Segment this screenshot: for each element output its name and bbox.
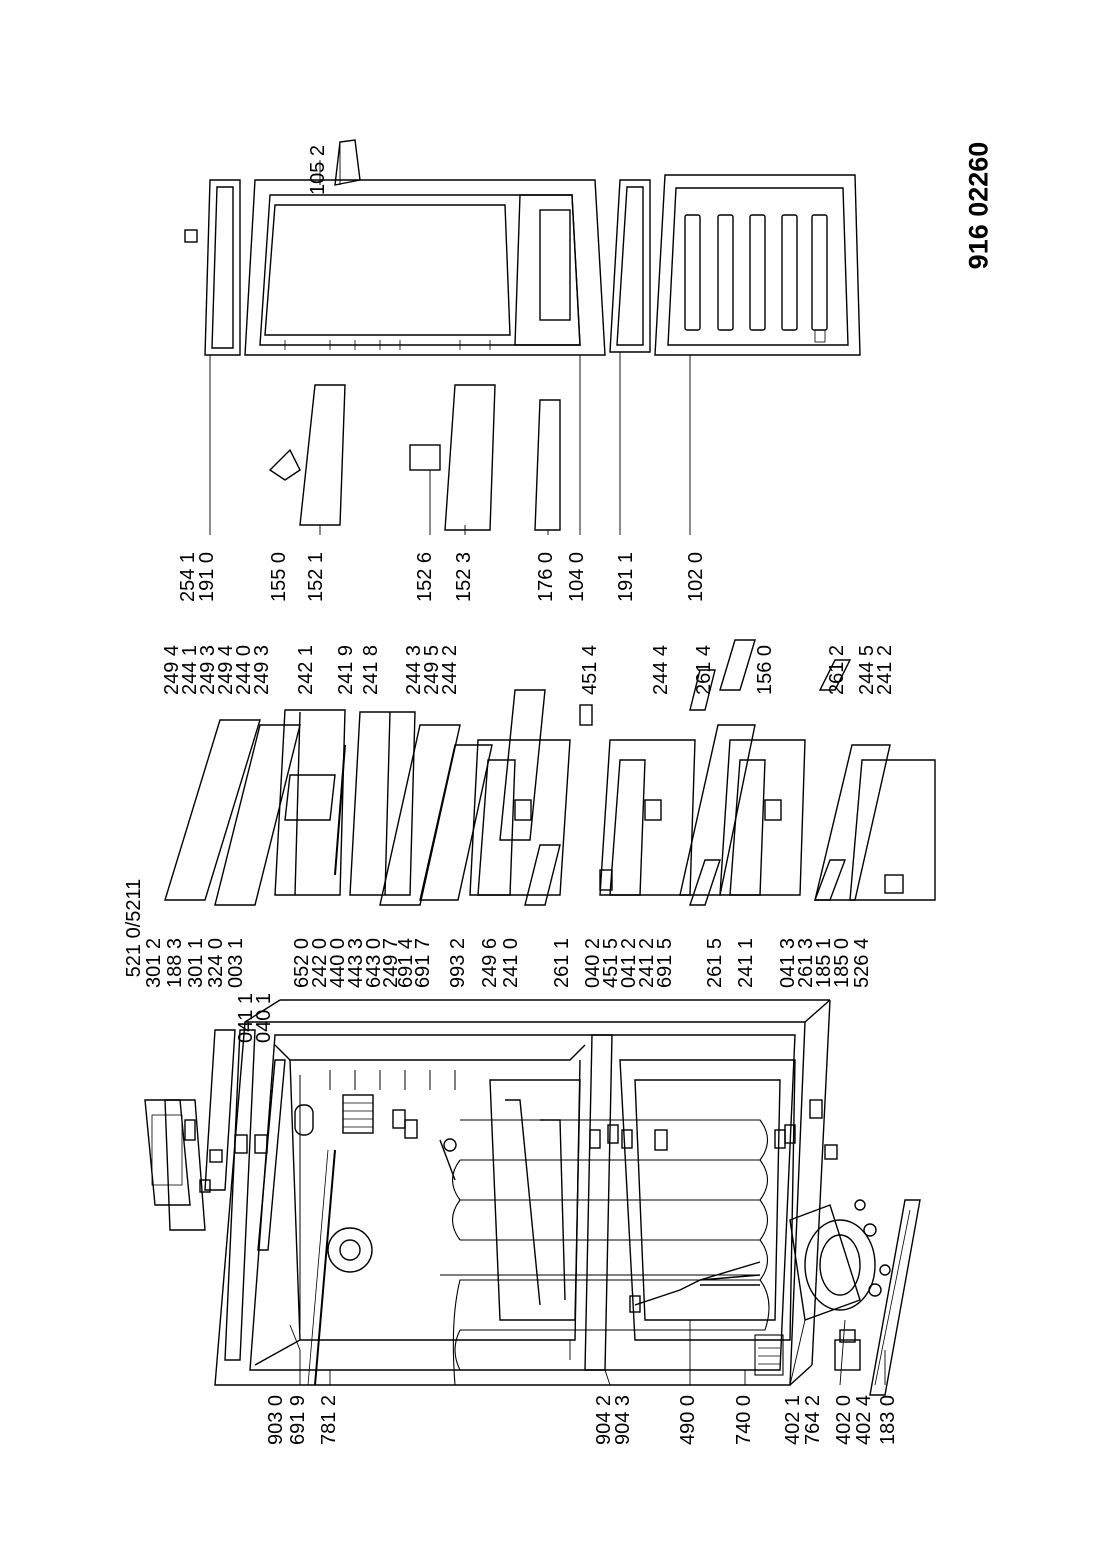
fridge-door: [244, 179, 606, 356]
label-764-2: 764 2: [802, 1394, 824, 1446]
label-249-3b: 249 3: [251, 644, 273, 696]
label-241-8: 241 8: [360, 644, 382, 696]
label-740-0: 740 0: [733, 1394, 755, 1446]
label-490-0: 490 0: [677, 1394, 699, 1446]
label-249-6: 249 6: [479, 937, 501, 989]
label-261-5: 261 5: [704, 937, 726, 989]
balcony-drawers: [274, 709, 416, 896]
label-244-4: 244 4: [650, 644, 672, 696]
label-993-2: 993 2: [447, 937, 469, 989]
drawing-number: 916 02260: [963, 141, 994, 270]
control-panel: [144, 1029, 236, 1231]
label-183-0: 183 0: [877, 1394, 899, 1446]
freezer-door: [654, 174, 861, 356]
label-254-1: 254 1: [177, 551, 199, 603]
label-241-9: 241 9: [335, 644, 357, 696]
label-402-0: 402 0: [833, 1394, 855, 1446]
label-691-7: 691 7: [412, 937, 434, 989]
label-324-0: 324 0: [205, 937, 227, 989]
label-261-2: 261 2: [826, 644, 848, 696]
label-191-0: 191 0: [196, 551, 218, 603]
label-040-1: 040 1: [253, 992, 275, 1044]
label-191-1: 191 1: [615, 551, 637, 603]
label-241-1: 241 1: [735, 937, 757, 989]
label-244-2: 244 2: [439, 644, 461, 696]
label-526-4: 526 4: [851, 937, 873, 989]
label-402-4: 402 4: [853, 1394, 875, 1446]
label-402-1: 402 1: [782, 1394, 804, 1446]
label-152-3: 152 3: [453, 551, 475, 603]
crisper-drawers: [469, 739, 936, 901]
label-102-0: 102 0: [685, 551, 707, 603]
label-691-9: 691 9: [287, 1394, 309, 1446]
label-242-1: 242 1: [295, 644, 317, 696]
leader-lines: [209, 145, 886, 1386]
label-152-6: 152 6: [414, 551, 436, 603]
label-781-2: 781 2: [318, 1394, 340, 1446]
label-261-4: 261 4: [693, 644, 715, 696]
cabinet-body: [214, 999, 831, 1386]
label-521-0: 521 0/5211: [123, 878, 145, 978]
label-104-0: 104 0: [566, 551, 588, 603]
label-156-0: 156 0: [754, 644, 776, 696]
label-903-0: 903 0: [265, 1394, 287, 1446]
label-241-0: 241 0: [500, 937, 522, 989]
label-301-2: 301 2: [143, 937, 165, 989]
door-bins: [268, 384, 561, 531]
condenser-coil: [440, 1119, 784, 1386]
label-176-0: 176 0: [535, 551, 557, 603]
label-152-1: 152 1: [305, 551, 327, 603]
label-691-5: 691 5: [654, 937, 676, 989]
label-904-3: 904 3: [612, 1394, 634, 1446]
label-241-2b: 241 2: [874, 644, 896, 696]
compressor: [789, 1199, 891, 1371]
label-451-4: 451 4: [579, 644, 601, 696]
label-185-0: 185 0: [831, 937, 853, 989]
label-105-2: 105 2: [307, 144, 329, 196]
label-261-1: 261 1: [551, 937, 573, 989]
label-003-1: 003 1: [225, 937, 247, 989]
label-188-3: 188 3: [164, 937, 186, 989]
label-155-0: 155 0: [268, 551, 290, 603]
label-301-1: 301 1: [185, 937, 207, 989]
label-904-2: 904 2: [593, 1394, 615, 1446]
